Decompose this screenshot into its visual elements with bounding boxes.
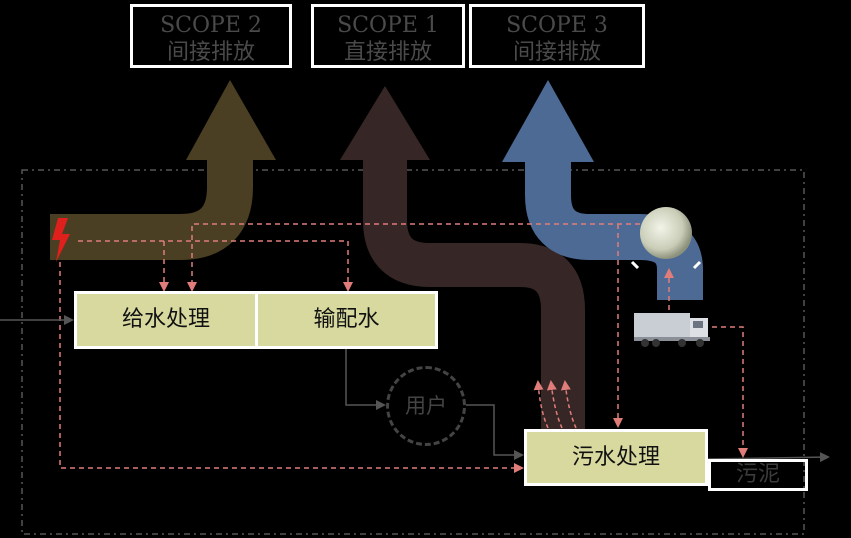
user-to-wastewater bbox=[466, 404, 524, 460]
electricity-to-distribution bbox=[78, 240, 353, 292]
user-label: 用户 bbox=[405, 394, 447, 418]
chemical-pellet-icon bbox=[640, 207, 692, 259]
scope1-label: 直接排放 bbox=[343, 40, 432, 65]
emission-curve-2 bbox=[546, 380, 563, 429]
scope2-box: SCOPE 2 间接排放 bbox=[130, 4, 292, 68]
distribution-to-user bbox=[345, 347, 386, 410]
scope2-label: 间接排放 bbox=[166, 40, 255, 65]
scope2-code: SCOPE 2 bbox=[160, 13, 262, 38]
system-boundary bbox=[21, 169, 805, 535]
water-treatment-label: 给水处理 bbox=[121, 307, 210, 332]
distribution-label: 输配水 bbox=[313, 307, 380, 332]
wastewater-treatment-box: 污水处理 bbox=[524, 429, 708, 486]
wastewater-treatment-label: 污水处理 bbox=[571, 445, 660, 470]
scope2-arrow-head bbox=[186, 80, 276, 160]
effluent-outflow bbox=[707, 452, 830, 463]
user-node: 用户 bbox=[386, 366, 466, 446]
electricity-to-wastewater bbox=[59, 262, 524, 473]
sludge-label: 污泥 bbox=[735, 462, 780, 487]
emission-curve-3 bbox=[560, 380, 577, 429]
water-treatment-box: 给水处理 bbox=[74, 291, 258, 349]
truck-icon bbox=[634, 313, 710, 347]
emission-curve-1 bbox=[533, 380, 549, 429]
scope1-box: SCOPE 1 直接排放 bbox=[311, 4, 465, 68]
scope1-arrow-head bbox=[340, 86, 430, 160]
scope3-arrow-head bbox=[502, 80, 594, 162]
truck-to-sludge bbox=[712, 326, 748, 458]
scope3-label: 间接排放 bbox=[512, 40, 601, 65]
scope3-box: SCOPE 3 间接排放 bbox=[469, 4, 645, 68]
scope2-arrow-body bbox=[50, 158, 253, 260]
sludge-box: 污泥 bbox=[708, 459, 808, 491]
scope3-code: SCOPE 3 bbox=[506, 13, 608, 38]
distribution-box: 输配水 bbox=[255, 291, 438, 349]
scope1-code: SCOPE 1 bbox=[337, 13, 439, 38]
lightning-icon bbox=[52, 218, 70, 262]
pellet-corner-marks bbox=[630, 260, 702, 270]
scope1-arrow-body bbox=[363, 158, 585, 430]
